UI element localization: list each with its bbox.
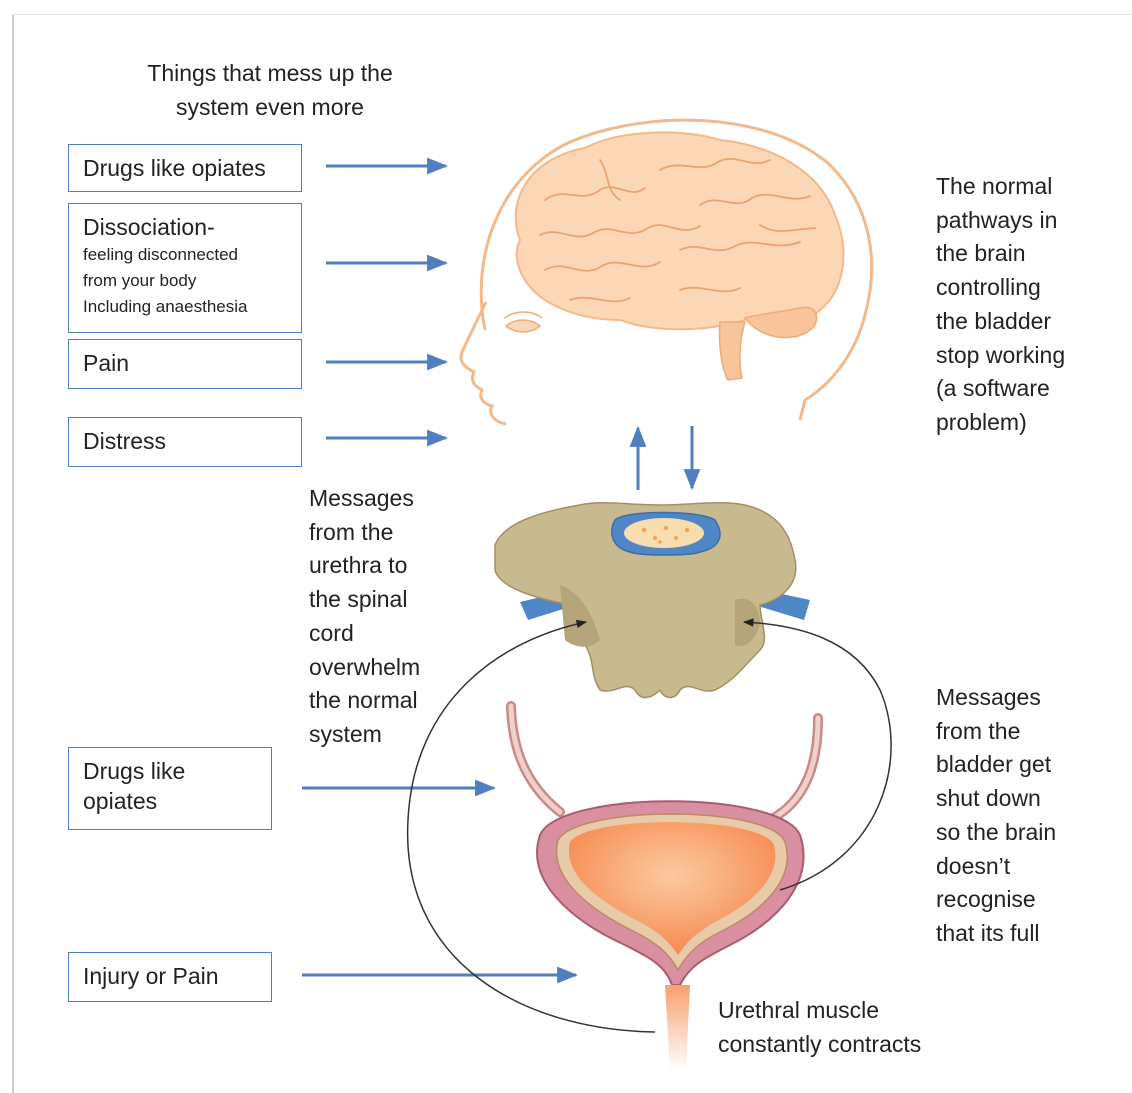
bladder-note-line: doesn’t	[936, 850, 1056, 884]
brain-note-line: the bladder	[936, 305, 1065, 339]
box-pain: Pain	[68, 339, 302, 389]
box-drugs-bottom-line2: opiates	[83, 786, 257, 816]
brain-note-line: stop working	[936, 339, 1065, 373]
urethra-note-line: the spinal	[309, 583, 420, 617]
muscle-note: Urethral muscle constantly contracts	[718, 994, 921, 1061]
box-dissociation-line2: from your body	[83, 268, 287, 294]
box-drugs-bottom-line1: Drugs like	[83, 756, 257, 786]
brain-note-line: controlling	[936, 271, 1065, 305]
bladder-note-line: that its full	[936, 917, 1056, 951]
heading: Things that mess up the system even more	[120, 56, 420, 124]
bladder-note-line: so the brain	[936, 816, 1056, 850]
bladder-note-line: from the	[936, 715, 1056, 749]
box-drugs-top: Drugs like opiates	[68, 144, 302, 192]
urethra-note-line: from the	[309, 516, 420, 550]
brain-note-line: (a software	[936, 372, 1065, 406]
brain-note-line: pathways in	[936, 204, 1065, 238]
box-dissociation-line1: feeling disconnected	[83, 242, 287, 268]
brain-note-line: The normal	[936, 170, 1065, 204]
urethra-note-line: cord	[309, 617, 420, 651]
brain-note: The normal pathways in the brain control…	[936, 170, 1065, 440]
box-pain-text: Pain	[83, 348, 287, 378]
urethra-note-line: the normal	[309, 684, 420, 718]
box-dissociation-title: Dissociation-	[83, 212, 287, 242]
box-injury: Injury or Pain	[68, 952, 272, 1002]
urethra-note-line: urethra to	[309, 549, 420, 583]
urethra-note: Messages from the urethra to the spinal …	[309, 482, 420, 752]
box-dissociation: Dissociation- feeling disconnected from …	[68, 203, 302, 333]
urethra-note-line: overwhelm	[309, 651, 420, 685]
box-distress: Distress	[68, 417, 302, 467]
bladder-note-line: shut down	[936, 782, 1056, 816]
muscle-note-line: constantly contracts	[718, 1028, 921, 1062]
brain-note-line: the brain	[936, 237, 1065, 271]
brain-head-illustration	[461, 120, 872, 424]
box-dissociation-line3: Including anaesthesia	[83, 294, 287, 320]
box-drugs-top-text: Drugs like opiates	[83, 153, 287, 183]
bladder-note-line: Messages	[936, 681, 1056, 715]
brain-note-line: problem)	[936, 406, 1065, 440]
urethra-note-line: Messages	[309, 482, 420, 516]
bladder-note-line: recognise	[936, 883, 1056, 917]
box-distress-text: Distress	[83, 426, 287, 456]
muscle-note-line: Urethral muscle	[718, 994, 921, 1028]
bladder-note-line: bladder get	[936, 748, 1056, 782]
box-drugs-bottom: Drugs like opiates	[68, 747, 272, 830]
bladder-note: Messages from the bladder get shut down …	[936, 681, 1056, 951]
spinal-cord-illustration	[495, 503, 810, 698]
urethra-note-line: system	[309, 718, 420, 752]
box-injury-text: Injury or Pain	[83, 961, 257, 991]
